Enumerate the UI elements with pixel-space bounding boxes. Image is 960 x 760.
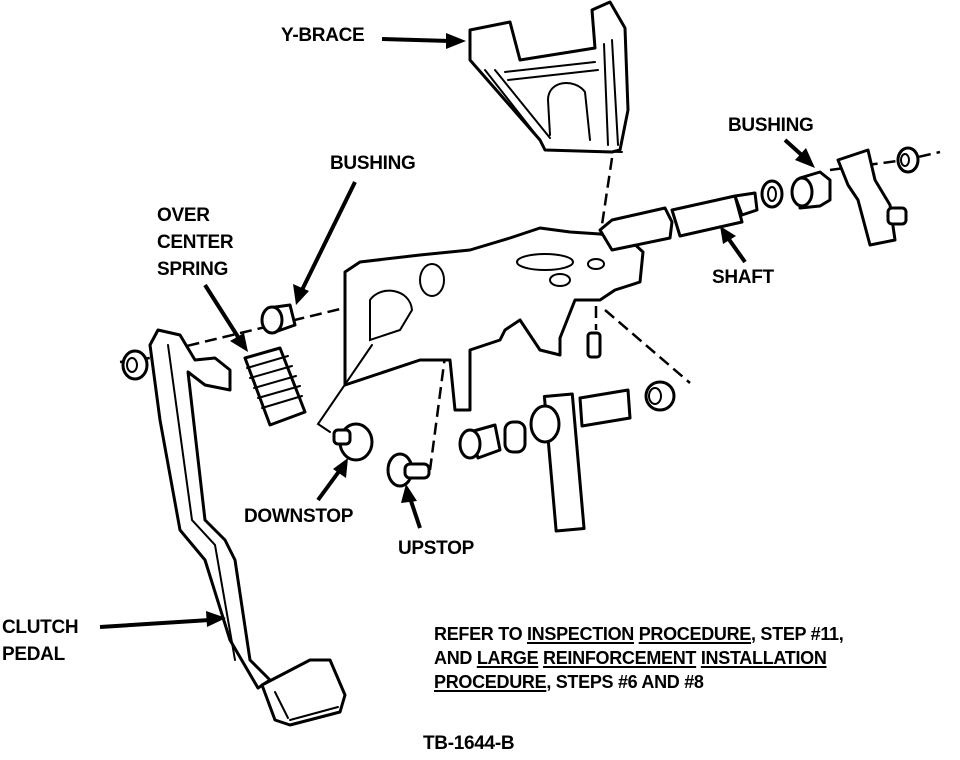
spring-arrow: [203, 283, 248, 352]
over-center-spring-part: [243, 346, 307, 427]
note-text: REFER TO: [434, 624, 527, 644]
shaft-arrow: [720, 226, 747, 264]
label-y-brace: Y-BRACE: [281, 25, 365, 46]
label-line: CENTER: [157, 232, 234, 253]
label-shaft: SHAFT: [712, 267, 774, 288]
label-line: PEDAL: [2, 644, 65, 665]
note-text: AND: [434, 648, 477, 668]
bushing-left-arrow: [293, 181, 357, 305]
pedal-support-bracket: [343, 226, 645, 412]
reinforcement-link[interactable]: REINFORCEMENT: [543, 648, 697, 668]
clutch-pedal-arrow: [99, 611, 226, 629]
procedure-link-2[interactable]: PROCEDURE: [434, 672, 547, 692]
note-text: , STEP #11,: [751, 624, 844, 644]
note-line-2: AND LARGE REINFORCEMENT INSTALLATION: [434, 646, 843, 670]
downstop-leader: [316, 344, 373, 433]
label-line: OVER: [157, 205, 210, 226]
note-text: , STEPS #6 AND #8: [546, 672, 704, 692]
shaft-part: [598, 191, 759, 252]
label-line: CLUTCH: [2, 617, 79, 638]
clutch-pedal-part: [148, 328, 347, 727]
label-upstop: UPSTOP: [398, 538, 474, 559]
y-brace-arrow: [381, 33, 466, 49]
downstop-arrow: [316, 458, 348, 502]
y-brace-part: [468, 0, 630, 154]
label-line: SPRING: [157, 259, 229, 280]
large-link[interactable]: LARGE: [476, 648, 539, 668]
pin-part: [586, 331, 602, 359]
label-downstop: DOWNSTOP: [244, 506, 354, 527]
figure-id: TB-1644-B: [423, 733, 515, 754]
alignment-line: [604, 309, 691, 384]
pedal-nut: [121, 349, 149, 381]
upstop-part: [386, 452, 431, 488]
procedure-link[interactable]: PROCEDURE: [638, 624, 752, 644]
alignment-line: [428, 279, 457, 471]
alignment-line: [169, 283, 441, 352]
bushing-right-arrow: [783, 138, 815, 168]
label-over-center-spring: OVER CENTER SPRING: [157, 202, 234, 283]
label-bushing-left: BUSHING: [330, 153, 416, 174]
lower-bushing-stack: [458, 380, 676, 533]
downstop-part: [332, 422, 374, 462]
note-line-3: PROCEDURE, STEPS #6 AND #8: [434, 670, 843, 694]
upstop-arrow: [401, 484, 422, 529]
label-bushing-right: BUSHING: [728, 115, 814, 136]
alignment-line: [598, 157, 614, 239]
note-line-1: REFER TO INSPECTION PROCEDURE, STEP #11,: [434, 622, 844, 646]
right-bushing-stack: [760, 146, 920, 247]
label-clutch-pedal: CLUTCH PEDAL: [2, 614, 79, 668]
inspection-link[interactable]: INSPECTION: [526, 624, 634, 644]
procedure-note: REFER TO INSPECTION PROCEDURE, STEP #11,…: [434, 622, 844, 694]
installation-link[interactable]: INSTALLATION: [700, 648, 827, 668]
left-bushing-part: [260, 303, 297, 335]
